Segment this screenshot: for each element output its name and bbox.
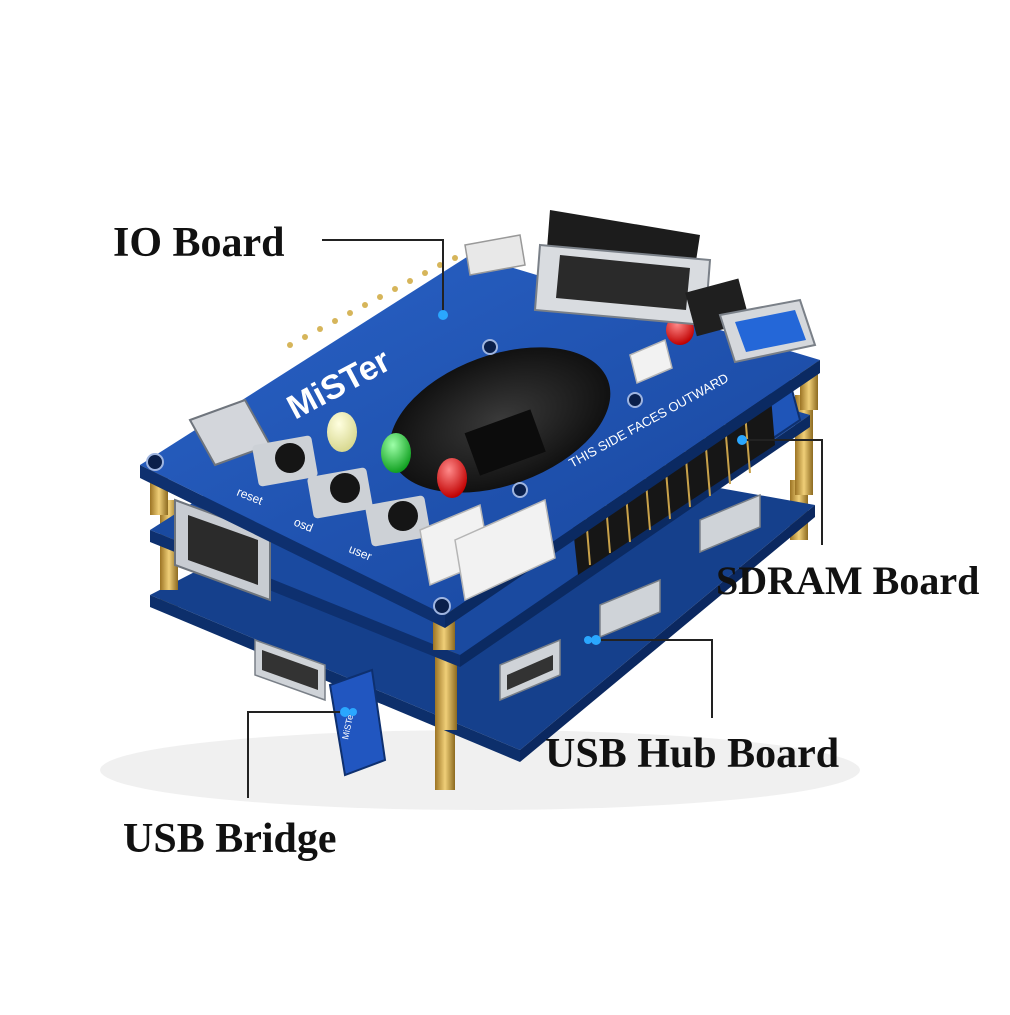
usb-bridge-leader xyxy=(247,711,345,798)
callout-dots xyxy=(340,310,747,717)
io-board-leader xyxy=(322,239,444,312)
button-label-osd: osd xyxy=(292,515,315,535)
usb-hub-leader xyxy=(596,639,713,718)
usb-bridge-label: USB Bridge xyxy=(123,816,337,862)
sdram-board-label: SDRAM Board xyxy=(716,558,980,603)
io-board: MiSTer reset osd user xyxy=(140,210,820,650)
usb-bridge-board: MiSTer xyxy=(328,668,387,777)
callout-leader-lines xyxy=(247,239,823,798)
sdram-board-leader xyxy=(744,439,823,545)
usb-hub-board-label: USB Hub Board xyxy=(545,731,840,777)
vga-connector xyxy=(533,210,712,327)
tact-buttons xyxy=(252,435,431,547)
usb3-port xyxy=(718,298,817,364)
io-board-label: IO Board xyxy=(113,220,285,266)
